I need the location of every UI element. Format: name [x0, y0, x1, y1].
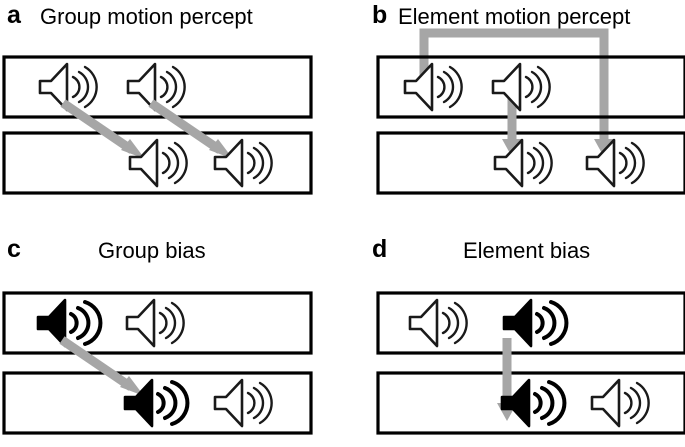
panel-title-d: Element bias [463, 238, 591, 263]
panel-d-diagram [376, 291, 685, 435]
speaker-filled-icon [500, 378, 567, 428]
bottom-row-box [376, 371, 685, 435]
speaker-outline-icon [403, 62, 463, 112]
diagonal-arrow-right [148, 99, 233, 159]
bottom-row-box [2, 371, 313, 435]
speaker-outline-icon [213, 378, 273, 428]
panel-title-c: Group bias [98, 238, 206, 263]
speaker-filled-icon [502, 298, 569, 348]
speaker-outline-icon [126, 62, 186, 112]
panel-title-b: Element motion percept [398, 4, 631, 29]
top-row-box [376, 55, 685, 119]
panel-label-a: a [7, 1, 21, 29]
speaker-outline-icon [408, 298, 468, 348]
panel-c-diagram [2, 291, 313, 435]
speaker-outline-icon [491, 62, 551, 112]
panel-b-diagram [376, 28, 685, 195]
speaker-outline-icon [213, 138, 273, 188]
panel-c: c Group bias [0, 224, 343, 447]
speaker-outline-icon [590, 378, 650, 428]
panel-title-a: Group motion percept [40, 4, 253, 29]
speaker-outline-icon [125, 298, 185, 348]
diagonal-arrow-left [60, 99, 145, 159]
panel-d: d Element bias [343, 224, 685, 447]
panel-b: b Element motion percept [343, 0, 685, 224]
panel-label-d: d [372, 235, 388, 263]
speaker-outline-icon [585, 138, 645, 188]
diagonal-arrow [59, 336, 144, 396]
panel-a-diagram [2, 55, 313, 195]
bottom-row-box [376, 131, 685, 195]
panel-label-b: b [372, 1, 388, 29]
panel-a: a Group motion percept [0, 0, 343, 224]
speaker-filled-icon [123, 378, 190, 428]
speaker-outline-icon [128, 138, 188, 188]
speaker-outline-icon [493, 138, 553, 188]
panel-label-c: c [7, 235, 21, 263]
